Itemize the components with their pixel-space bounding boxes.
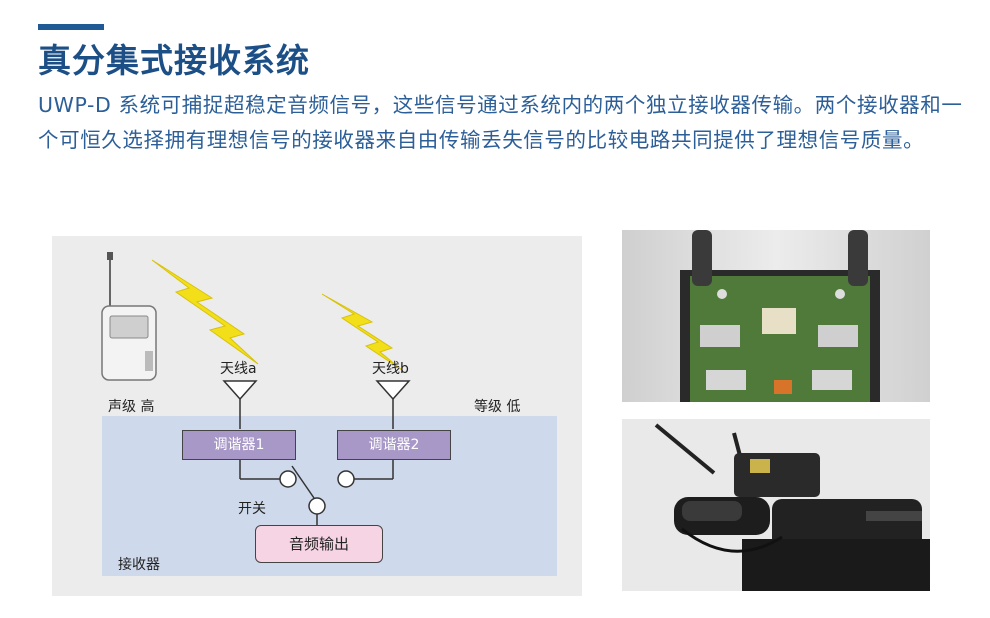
circuit-board-photo: [622, 230, 930, 402]
tuner-2-box: 调谐器2: [337, 430, 451, 460]
antenna-b-label: 天线b: [372, 361, 409, 377]
body-paragraph: UWP-D 系统可捕捉超稳定音频信号，这些信号通过系统内的两个独立接收器传输。两…: [38, 93, 963, 152]
level-low-label: 等级 低: [474, 399, 521, 415]
lightning-bolt-b: [321, 293, 403, 371]
antenna-a-icon: [222, 380, 258, 401]
transmitter-icon: [101, 252, 157, 381]
camera-with-receiver-photo: [622, 419, 930, 591]
antenna-b-icon: [375, 380, 411, 401]
page-title: 真分集式接收系统: [38, 41, 310, 80]
level-high-label: 声级 高: [108, 399, 155, 415]
switch-arm: [291, 465, 315, 499]
switch-label: 开关: [238, 501, 266, 517]
receiver-label: 接收器: [118, 557, 160, 573]
title-accent-bar: [38, 24, 104, 30]
tuner-1-box: 调谐器1: [182, 430, 296, 460]
antenna-a-label: 天线a: [220, 361, 257, 377]
diversity-diagram: 天线a 天线b 声级 高 等级 低 调谐器1 调谐器2 开关 音频输出 接收器: [52, 236, 582, 596]
diagram-graphics: [101, 252, 411, 525]
lightning-bolt-a: [151, 259, 259, 365]
audio-output-box: 音频输出: [255, 525, 383, 563]
